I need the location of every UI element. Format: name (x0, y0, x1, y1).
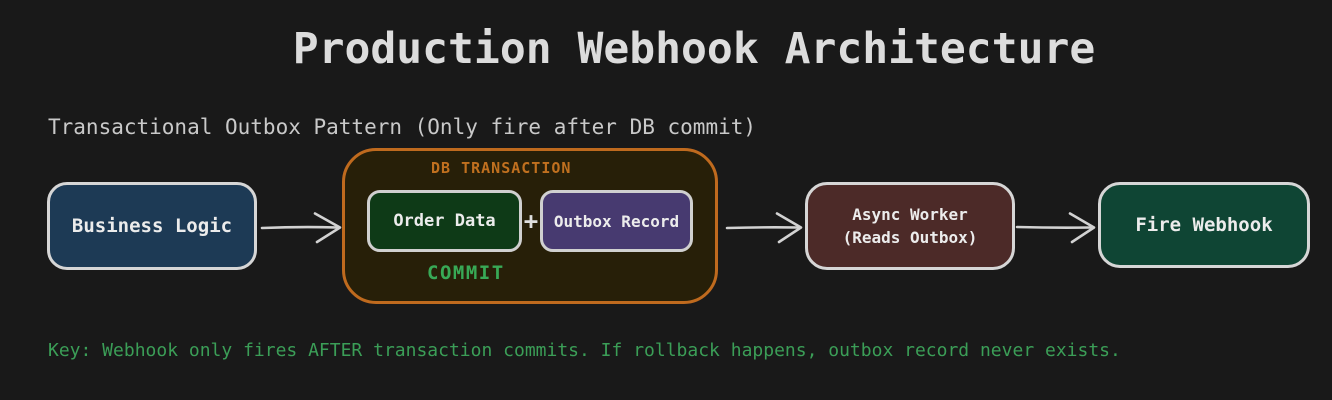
arrow-transaction-to-worker-icon (725, 212, 803, 244)
diagram-subtitle: Transactional Outbox Pattern (Only fire … (48, 115, 757, 139)
arrow-business-to-transaction-icon (260, 212, 342, 244)
key-note: Key: Webhook only fires AFTER transactio… (48, 340, 1121, 361)
node-business-logic-label: Business Logic (71, 215, 233, 237)
db-transaction-label: DB TRANSACTION (431, 159, 572, 177)
plus-icon: + (523, 207, 539, 235)
node-fire-webhook: Fire Webhook (1098, 182, 1310, 268)
node-async-worker: Async Worker (Reads Outbox) (805, 182, 1015, 270)
node-fire-webhook-label: Fire Webhook (1135, 214, 1273, 236)
node-async-worker-label-line2: (Reads Outbox) (842, 228, 978, 247)
node-order-data: Order Data (367, 190, 522, 252)
commit-label: COMMIT (427, 262, 505, 284)
node-async-worker-label-line1: Async Worker (852, 204, 968, 224)
diagram-title: Production Webhook Architecture (292, 24, 1096, 74)
node-business-logic: Business Logic (47, 182, 257, 270)
node-outbox-record-label: Outbox Record (553, 211, 680, 231)
node-order-data-label: Order Data (393, 211, 496, 231)
arrow-worker-to-webhook-icon (1015, 212, 1096, 244)
node-outbox-record: Outbox Record (540, 190, 693, 252)
